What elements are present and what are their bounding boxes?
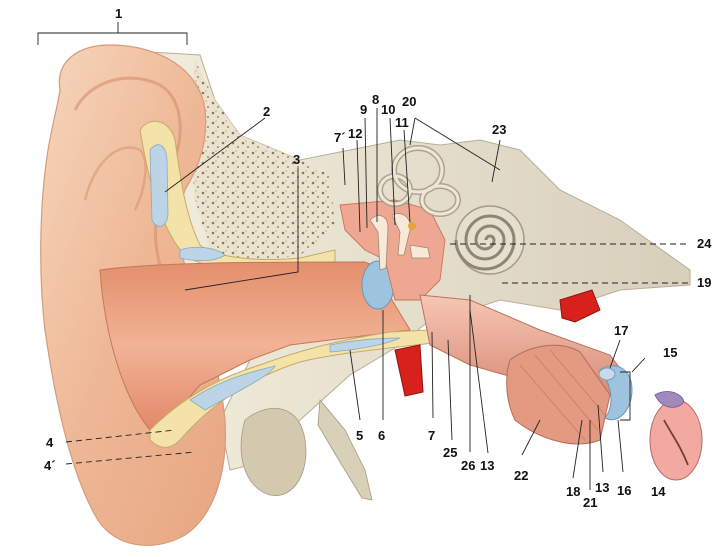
leader-13b [597, 404, 604, 473]
leader-10 [389, 117, 396, 226]
tube-lumen [598, 367, 616, 381]
label-9: 9 [360, 102, 367, 117]
internal-carotid-artery [394, 344, 424, 397]
label-13b: 13 [595, 480, 609, 495]
label-3: 3 [293, 152, 300, 167]
canal-upper-wall [139, 120, 336, 273]
cochlea [454, 205, 525, 275]
label-24: 24 [697, 236, 712, 251]
incus [391, 213, 411, 256]
antihelix [83, 146, 147, 211]
cartilage-lower-2 [329, 337, 401, 353]
leader-23 [491, 139, 501, 183]
pharyngeal-opening [649, 391, 703, 481]
leader-2 [164, 117, 266, 193]
label-10: 10 [381, 102, 395, 117]
label-1: 1 [115, 6, 122, 21]
leader-4 [65, 429, 176, 443]
mastoid-air-cells [190, 60, 335, 262]
label-11: 11 [395, 115, 409, 130]
cartilage-upper-2 [179, 246, 226, 262]
label-20: 20 [402, 94, 416, 109]
label-4: 4 [46, 435, 54, 450]
label-14: 14 [651, 484, 666, 499]
label-17: 17 [614, 323, 628, 338]
leader-7 [431, 331, 434, 419]
cartilage-lower [189, 365, 276, 411]
muscle-bundle [506, 344, 611, 445]
label-16: 16 [617, 483, 631, 498]
malleus [369, 215, 389, 271]
label-7-prime: 7´ [334, 130, 346, 145]
label-23: 23 [492, 122, 506, 137]
mandible-condyle [240, 407, 307, 496]
stapes [409, 244, 431, 259]
leader-17 [609, 339, 621, 369]
label-21: 21 [583, 495, 597, 510]
label-7: 7 [428, 428, 435, 443]
canal-lower-wall [149, 329, 441, 448]
styloid-process [317, 398, 373, 501]
leader-22 [521, 419, 541, 456]
leader-1 [37, 22, 188, 45]
leader-5 [349, 349, 361, 421]
label-2: 2 [263, 104, 270, 119]
label-18: 18 [566, 484, 580, 499]
leader-11 [403, 129, 411, 223]
leader-15 [631, 357, 646, 373]
leader-4-prime [65, 451, 196, 465]
label-19: 19 [697, 275, 711, 290]
label-15: 15 [663, 345, 677, 360]
tympanic-cavity [339, 199, 446, 301]
label-22: 22 [514, 468, 528, 483]
artery-segment [559, 289, 601, 323]
leader-18 [572, 419, 583, 479]
label-12: 12 [348, 126, 362, 141]
label-25: 25 [443, 445, 457, 460]
label-26: 26 [461, 458, 475, 473]
leader-16 [617, 419, 624, 473]
label-6: 6 [378, 428, 385, 443]
leader-12 [356, 139, 361, 233]
leader-3 [184, 168, 299, 291]
leader-13a [469, 309, 489, 454]
cartilage-upper [149, 144, 169, 227]
bracket-15 [620, 371, 631, 421]
label-13a: 13 [480, 458, 494, 473]
label-5: 5 [356, 428, 363, 443]
leader-7-prime [342, 147, 346, 186]
label-8: 8 [372, 92, 379, 107]
label-4-prime: 4´ [44, 458, 56, 473]
leader-20 [409, 117, 501, 171]
leader-25 [447, 339, 453, 441]
leader-9 [364, 117, 368, 229]
round-window [408, 222, 416, 230]
